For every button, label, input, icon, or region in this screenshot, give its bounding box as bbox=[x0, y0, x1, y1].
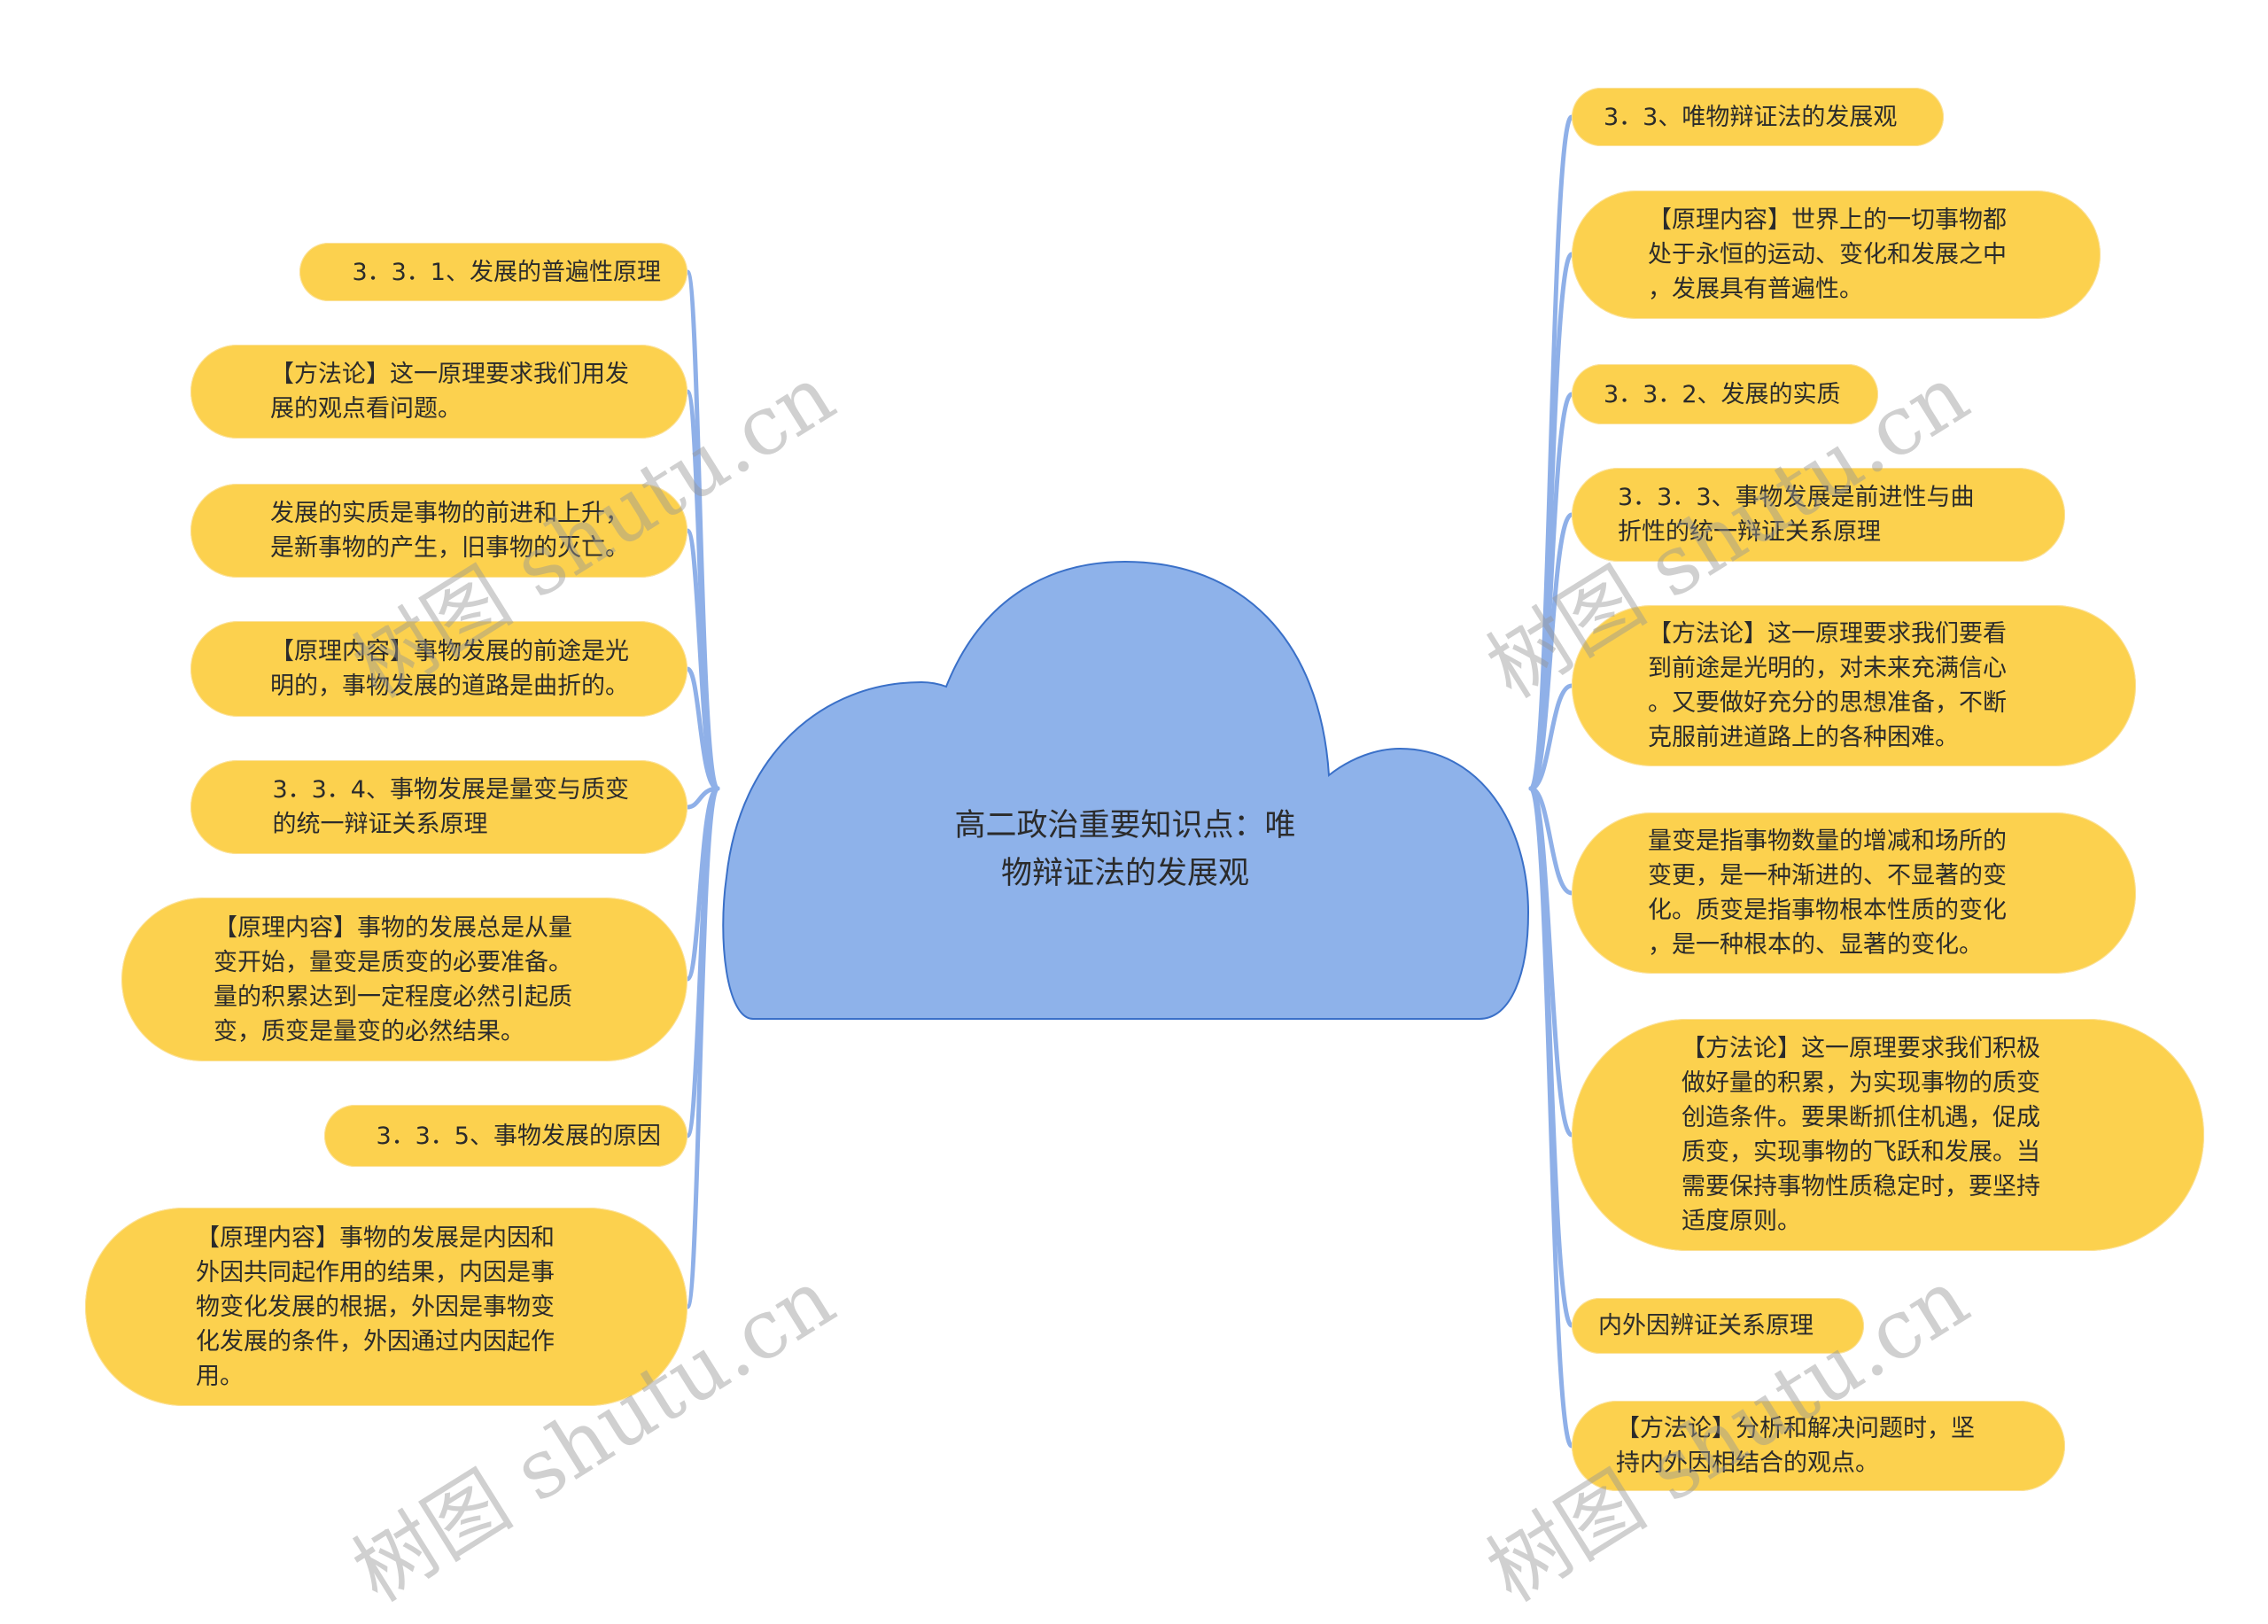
right-node-principle-universal-motion[interactable]: 【原理内容】世界上的一切事物都 处于永恒的运动、变化和发展之中 ，发展具有普遍性… bbox=[1572, 190, 2101, 319]
root-cloud-shape bbox=[722, 560, 1530, 1020]
right-node-quantity-quality-definition[interactable]: 量变是指事物数量的增减和场所的 变更，是一种渐进的、不显著的变 化。质变是指事物… bbox=[1572, 812, 2136, 974]
left-node-essence-of-development[interactable]: 发展的实质是事物的前进和上升， 是新事物的产生，旧事物的灭亡。 bbox=[190, 484, 687, 578]
node-label: 【原理内容】世界上的一切事物都 处于永恒的运动、变化和发展之中 ，发展具有普遍性… bbox=[1648, 206, 2007, 303]
left-node-principle-bright-future[interactable]: 【原理内容】事物发展的前途是光 明的，事物发展的道路是曲折的。 bbox=[190, 621, 687, 717]
root-topic[interactable]: 高二政治重要知识点：唯 物辩证法的发展观 bbox=[954, 808, 1296, 891]
node-label: 3．3．5、事物发展的原因 bbox=[376, 1122, 661, 1150]
left-node-principle-quantity-change[interactable]: 【原理内容】事物的发展总是从量 变开始，量变是质变的必要准备。 量的积累达到一定… bbox=[121, 897, 687, 1061]
node-label: 【方法论】这一原理要求我们积极 做好量的积累，为实现事物的质变 创造条件。要果断… bbox=[1682, 1035, 2040, 1235]
left-node-quantity-quality-principle[interactable]: 3．3．4、事物发展是量变与质变 的统一辩证关系原理 bbox=[190, 760, 687, 854]
left-node-principle-universality[interactable]: 3．3．1、发展的普遍性原理 bbox=[299, 243, 687, 301]
node-label: 内外因辨证关系原理 bbox=[1598, 1312, 1814, 1340]
node-label: 3．3．2、发展的实质 bbox=[1604, 380, 1841, 408]
node-label: 量变是指事物数量的增减和场所的 变更，是一种渐进的、不显著的变 化。质变是指事物… bbox=[1648, 828, 2007, 959]
node-label: 【原理内容】事物的发展是内因和 外因共同起作用的结果，内因是事 物变化发展的根据… bbox=[196, 1224, 555, 1390]
left-node-methodology-view[interactable]: 【方法论】这一原理要求我们用发 展的观点看问题。 bbox=[190, 345, 687, 439]
node-label: 【原理内容】事物的发展总是从量 变开始，量变是质变的必要准备。 量的积累达到一定… bbox=[214, 913, 572, 1045]
right-node-materialist-dialectics[interactable]: 3．3、唯物辩证法的发展观 bbox=[1572, 88, 1944, 146]
node-label: 发展的实质是事物的前进和上升， 是新事物的产生，旧事物的灭亡。 bbox=[270, 500, 629, 562]
connector-lines bbox=[685, 114, 1574, 1449]
right-node-progress-tortuosity-principle[interactable]: 3．3．3、事物发展是前进性与曲 折性的统一辩证关系原理 bbox=[1572, 468, 2065, 562]
node-label: 【原理内容】事物发展的前途是光 明的，事物发展的道路是曲折的。 bbox=[270, 638, 629, 700]
right-node-essence-of-development[interactable]: 3．3．2、发展的实质 bbox=[1572, 364, 1878, 424]
node-label: 【方法论】这一原理要求我们用发 展的观点看问题。 bbox=[270, 361, 629, 423]
node-label: 【方法论】分析和解决问题时，坚 持内外因相结合的观点。 bbox=[1616, 1415, 1975, 1477]
left-node-principle-internal-external[interactable]: 【原理内容】事物的发展是内因和 外因共同起作用的结果，内因是事 物变化发展的根据… bbox=[85, 1208, 687, 1406]
right-node-methodology-accumulation[interactable]: 【方法论】这一原理要求我们积极 做好量的积累，为实现事物的质变 创造条件。要果断… bbox=[1572, 1019, 2204, 1251]
node-label: 3．3．4、事物发展是量变与质变 的统一辩证关系原理 bbox=[272, 776, 629, 838]
right-node-internal-external-principle[interactable]: 内外因辨证关系原理 bbox=[1572, 1298, 1864, 1354]
right-node-methodology-confidence[interactable]: 【方法论】这一原理要求我们要看 到前途是光明的，对未来充满信心 。又要做好充分的… bbox=[1572, 605, 2136, 766]
right-node-methodology-combine[interactable]: 【方法论】分析和解决问题时，坚 持内外因相结合的观点。 bbox=[1572, 1401, 2065, 1491]
node-label: 3．3．3、事物发展是前进性与曲 折性的统一辩证关系原理 bbox=[1618, 484, 1975, 546]
left-node-cause-of-development[interactable]: 3．3．5、事物发展的原因 bbox=[324, 1105, 687, 1167]
node-label: 3．3、唯物辩证法的发展观 bbox=[1604, 103, 1898, 131]
node-label: 【方法论】这一原理要求我们要看 到前途是光明的，对未来充满信心 。又要做好充分的… bbox=[1648, 620, 2007, 751]
node-label: 3．3．1、发展的普遍性原理 bbox=[352, 258, 661, 286]
